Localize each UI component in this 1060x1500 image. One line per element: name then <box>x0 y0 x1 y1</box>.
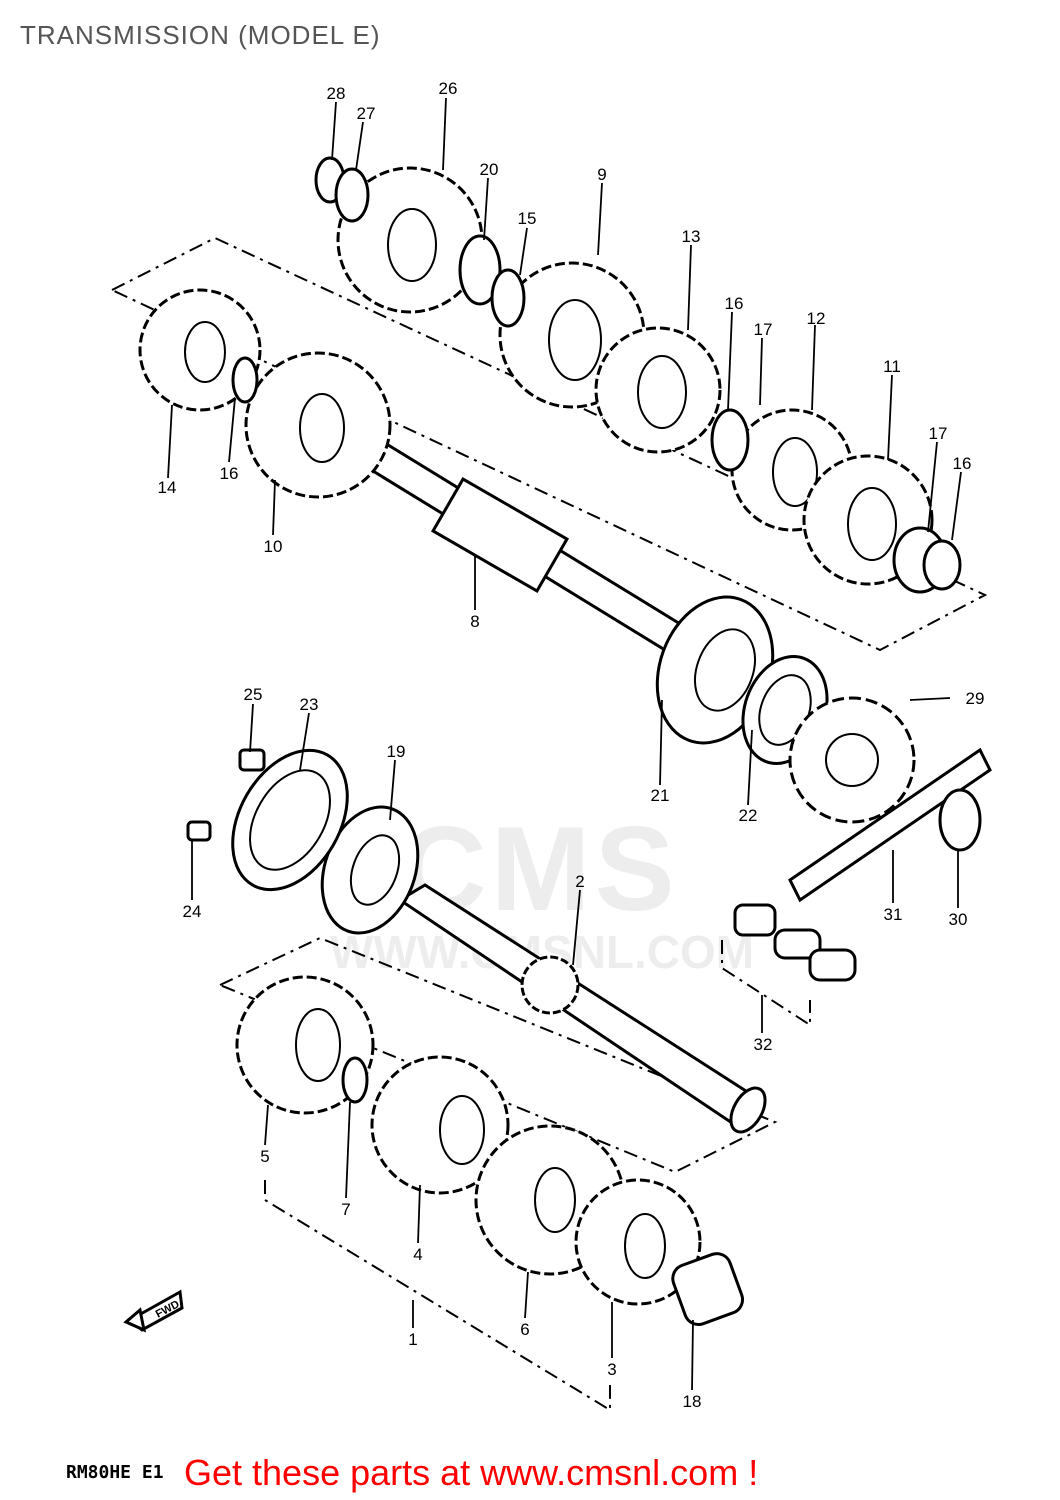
callout-12: 12 <box>807 309 826 328</box>
callout-1: 1 <box>408 1330 417 1349</box>
callout-24: 24 <box>183 902 202 921</box>
callout-17-upper: 17 <box>754 320 773 339</box>
gear-3 <box>574 1178 702 1306</box>
circlip-30 <box>938 788 982 852</box>
callout-10: 10 <box>264 537 283 556</box>
callout-11: 11 <box>883 357 901 376</box>
bolt-24 <box>186 820 212 842</box>
callout-7: 7 <box>341 1200 350 1219</box>
callout-22: 22 <box>739 806 758 825</box>
callout-9: 9 <box>597 165 606 184</box>
circlip-16c <box>922 539 962 591</box>
upper-assembly-box <box>109 236 988 652</box>
washer-15 <box>490 268 526 328</box>
callout-15: 15 <box>518 209 537 228</box>
callout-20: 20 <box>480 160 499 179</box>
chain-joint-32 <box>733 903 857 982</box>
callout-16-left: 16 <box>220 464 239 483</box>
callout-labels: 28 27 26 20 15 9 13 16 12 17 11 17 16 14… <box>154 79 985 1411</box>
bolt-25 <box>238 748 266 772</box>
callout-26: 26 <box>439 79 458 98</box>
parts-store-link[interactable]: Get these parts at www.cmsnl.com ! <box>184 1452 759 1493</box>
callout-16-right: 16 <box>953 454 972 473</box>
callout-17-right: 17 <box>929 424 948 443</box>
bushing-18 <box>671 1252 745 1327</box>
callout-6: 6 <box>520 1320 529 1339</box>
sprocket-29 <box>788 696 916 824</box>
lower-assembly-box <box>217 936 778 1174</box>
washer-27 <box>334 167 370 223</box>
page-title: TRANSMISSION (MODEL E) <box>20 20 381 50</box>
circlip-16a <box>710 408 750 472</box>
callout-4: 4 <box>413 1245 422 1264</box>
callout-21: 21 <box>651 786 670 805</box>
gear-14 <box>138 288 262 412</box>
gear-10 <box>244 351 392 499</box>
callout-28: 28 <box>327 84 346 103</box>
callout-32: 32 <box>754 1035 773 1054</box>
bearing-20 <box>458 234 502 306</box>
driveshaft <box>397 883 767 1134</box>
callout-30: 30 <box>949 910 968 929</box>
callout-25: 25 <box>244 685 263 704</box>
countershaft <box>350 430 693 652</box>
bearing-retainer-23 <box>231 748 349 892</box>
callout-14: 14 <box>158 478 177 497</box>
callout-19: 19 <box>387 742 406 761</box>
callout-18: 18 <box>683 1392 702 1411</box>
callout-2: 2 <box>575 872 584 891</box>
callout-13: 13 <box>682 227 701 246</box>
callout-16-upper: 16 <box>725 294 744 313</box>
leader-lines <box>167 97 962 1391</box>
callout-27: 27 <box>357 104 376 123</box>
gear-5 <box>235 975 375 1115</box>
fwd-arrow-icon <box>123 1289 184 1333</box>
gear-26 <box>336 166 484 314</box>
model-code: RM80HE E1 <box>66 1462 164 1483</box>
callout-8: 8 <box>470 612 479 631</box>
callout-3: 3 <box>607 1360 616 1379</box>
gear-13 <box>594 326 722 454</box>
gear-2 <box>520 955 580 1015</box>
callout-5: 5 <box>260 1147 269 1166</box>
gear-4 <box>370 1055 510 1195</box>
chain-31 <box>788 747 992 903</box>
circlip-16b <box>231 356 259 404</box>
lower-gear-group-bracket <box>264 1180 611 1412</box>
callout-23: 23 <box>300 695 319 714</box>
circlip-7 <box>341 1056 369 1104</box>
callout-29: 29 <box>966 689 985 708</box>
chain-joint-bracket <box>721 940 811 1027</box>
callout-31: 31 <box>884 905 903 924</box>
